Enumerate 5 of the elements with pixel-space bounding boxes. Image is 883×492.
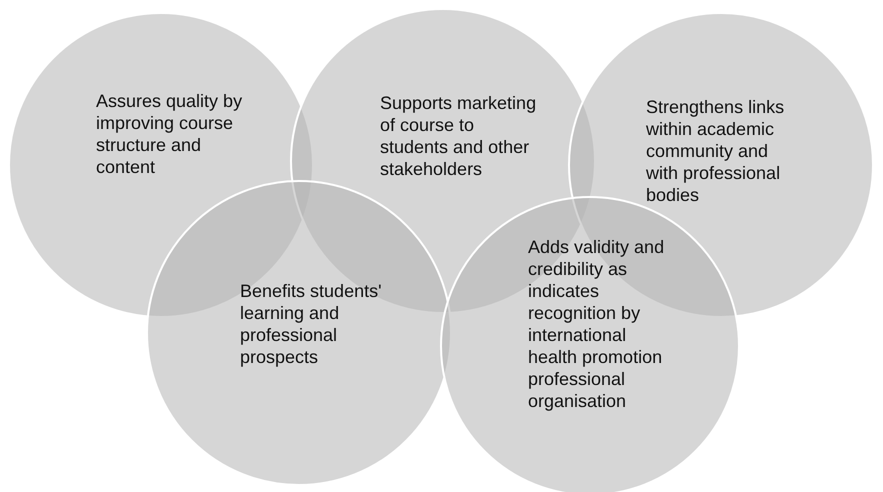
circle-text: Assures quality by improving course structure and content (96, 90, 244, 178)
circle-text: Strengthens links within academic community and with professional bodies (646, 96, 786, 206)
circle-text: Adds validity and credibility as indicates recognition by international health promotion professional organisation (528, 236, 666, 412)
circle-text: Supports marketing of course to students and other stakeholders (380, 92, 538, 180)
circle-text: Benefits students' learning and professional prospects (240, 280, 383, 368)
